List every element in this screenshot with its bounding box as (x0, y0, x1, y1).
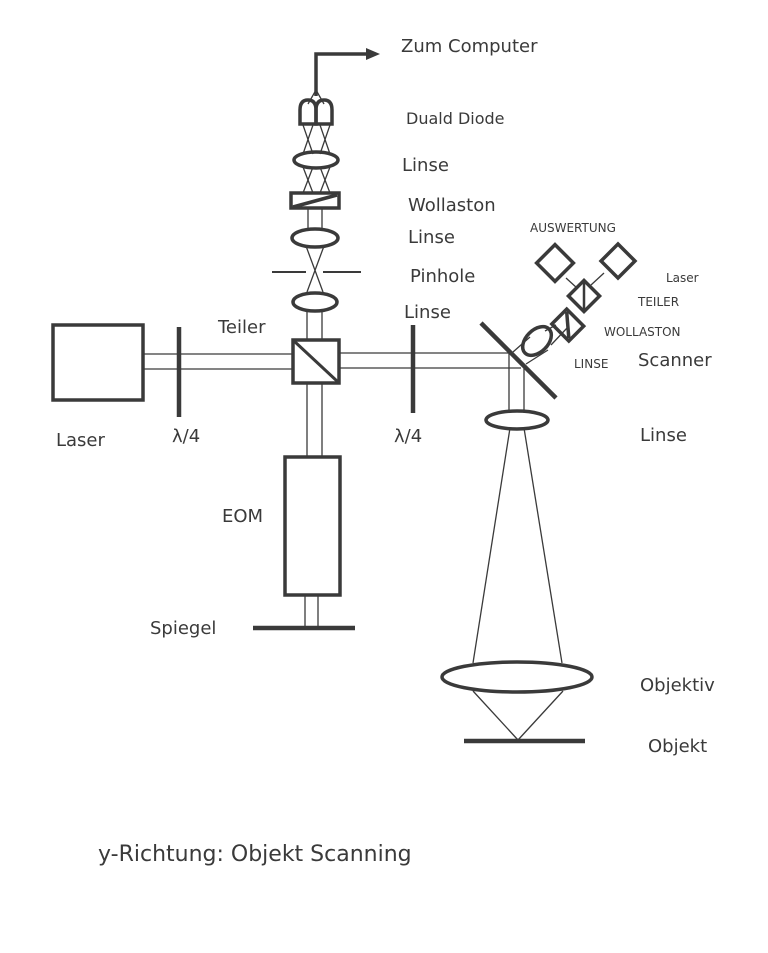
diagram-caption: y-Richtung: Objekt Scanning (98, 842, 412, 867)
dual-diode (298, 98, 334, 126)
label-dual-diode: Duald Diode (406, 109, 505, 128)
side-branch-splitter (565, 277, 603, 315)
label-lambda-quarter-left: λ/4 (172, 426, 201, 447)
laser-source (51, 323, 145, 402)
label-scanner: Scanner (638, 350, 712, 371)
label-spiegel: Spiegel (150, 618, 217, 639)
computer-output-arrow (314, 48, 380, 96)
label-laser: Laser (56, 430, 105, 451)
label-zum-computer: Zum Computer (401, 36, 538, 57)
side-laser (598, 241, 638, 281)
beam-splitter-to-eom (306, 383, 323, 457)
focus-beams (472, 690, 564, 741)
label-auswertung: AUSWERTUNG (530, 221, 616, 235)
beam-lens-splitter (306, 311, 323, 340)
lens-third (291, 291, 339, 313)
scan-beams (472, 427, 563, 664)
eom-modulator (283, 455, 342, 597)
detection-beams-lens-wollaston (302, 166, 331, 194)
label-linse-1: Linse (402, 155, 449, 176)
label-teiler: Teiler (218, 317, 266, 338)
objective-lens (440, 660, 594, 694)
wollaston-prism (289, 191, 341, 210)
auswertung-detector (534, 242, 576, 284)
side-branch-wollaston (549, 306, 587, 344)
label-objektiv: Objektiv (640, 675, 715, 696)
label-teiler-small: TEILER (638, 295, 680, 309)
label-lambda-quarter-right: λ/4 (394, 426, 423, 447)
label-linse-2: Linse (408, 227, 455, 248)
label-linse-3: Linse (404, 302, 451, 323)
label-pinhole: Pinhole (410, 266, 476, 287)
beam-horizontal (143, 352, 521, 370)
pinhole-beams (305, 245, 325, 293)
beam-wollaston-lens (307, 208, 323, 230)
side-branch-connectors (565, 272, 605, 289)
label-linse-right: Linse (640, 425, 687, 446)
beam-eom-mirror (304, 595, 319, 627)
label-objekt: Objekt (648, 736, 708, 757)
lens-second (290, 227, 340, 249)
detection-beams-upper (302, 124, 331, 155)
beam-splitter-cube (291, 338, 341, 385)
lens-top (292, 150, 340, 170)
label-laser-small: Laser (666, 271, 699, 285)
label-eom: EOM (222, 506, 264, 527)
beam-scanner-down (508, 353, 525, 413)
side-branch-lens (520, 324, 554, 358)
lens-scan (484, 409, 550, 431)
scanner-mirror (479, 321, 558, 400)
label-wollaston: Wollaston (408, 195, 496, 216)
label-linse-small: LINSE (574, 357, 609, 371)
label-wollaston-small: WOLLASTON (604, 325, 681, 339)
